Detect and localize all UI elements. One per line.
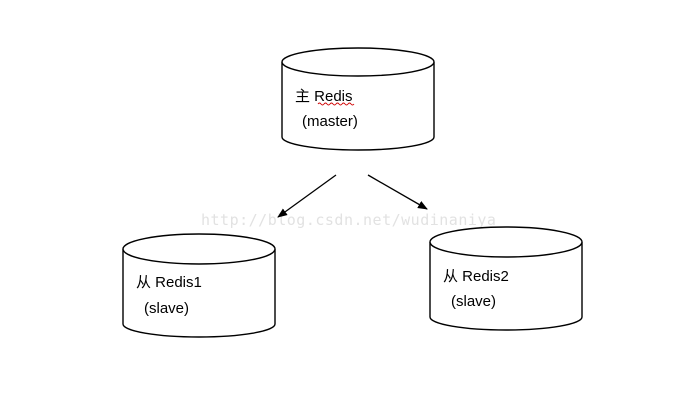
master-redis-cylinder: 主 Redis (master) [281, 47, 435, 151]
watermark-text: http://blog.csdn.net/wudinaniya [201, 211, 496, 229]
slave1-role-label: (slave) [144, 300, 189, 317]
slave2-redis-cylinder: 从 Redis2 (slave) [429, 226, 583, 331]
arrow-to-slave1 [277, 174, 337, 218]
master-role-label: (master) [302, 113, 358, 130]
spellcheck-underline [317, 102, 355, 106]
slave2-label: 从 Redis2 [443, 268, 509, 285]
slave2-role-label: (slave) [451, 293, 496, 310]
slave2-cylinder-body [429, 242, 583, 331]
master-cylinder-body [281, 62, 435, 151]
master-cylinder-top [281, 47, 435, 77]
slave1-cylinder-top [122, 233, 276, 265]
slave2-cylinder-top [429, 226, 583, 258]
slave1-cylinder-body [122, 249, 276, 338]
slave1-label: 从 Redis1 [136, 274, 202, 291]
slave1-redis-cylinder: 从 Redis1 (slave) [122, 233, 276, 338]
arrow-to-slave2 [367, 174, 428, 210]
master-label: 主 Redis [295, 88, 353, 105]
